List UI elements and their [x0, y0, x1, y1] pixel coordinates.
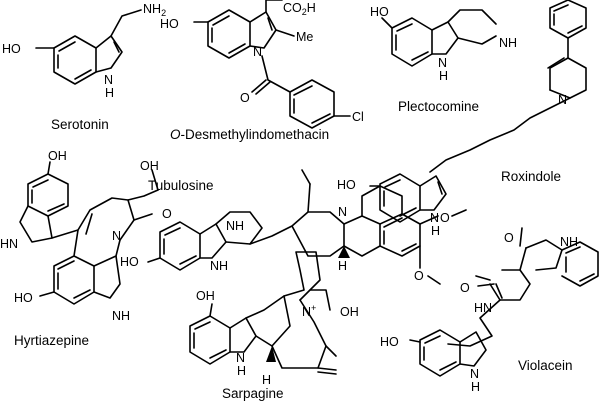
- hydroxyl-label: HO: [370, 5, 389, 19]
- hydroxyl-label: HO: [14, 291, 33, 305]
- indole-n-label: N: [438, 56, 447, 70]
- azepine-n-label: N: [112, 229, 121, 243]
- indole-n-label: N: [470, 367, 479, 381]
- hydroxyl-label: HO: [2, 42, 21, 56]
- methoxy-o-label: O: [440, 211, 450, 225]
- indole-hn-label: HN: [0, 237, 18, 251]
- roxindole-name: Roxindole: [501, 169, 561, 184]
- indole-nh-label: N: [104, 73, 113, 87]
- carboxyl-oh-label: OH: [140, 159, 159, 173]
- indole-h-label: H: [439, 69, 448, 83]
- amine-label: NH2: [143, 2, 166, 18]
- sarpagine-name: Sarpagine: [222, 386, 284, 401]
- violacein-name: Violacein: [518, 358, 573, 373]
- desmethylindomethacin-name: O-Desmethylindomethacin: [170, 127, 329, 142]
- indole-n-label: N: [236, 351, 245, 365]
- methoxy-o-label-2: O: [414, 269, 424, 283]
- hydroxyl-label: HO: [160, 17, 179, 31]
- hydroxyl-label: HO: [380, 335, 399, 349]
- hydroxyl-label: OH: [48, 149, 67, 163]
- indole-h-label: H: [431, 224, 440, 238]
- carbonyl-o-label: O: [162, 207, 172, 221]
- quaternary-n-label: N+: [302, 303, 316, 319]
- hydroxyl-label-2: OH: [340, 305, 359, 319]
- serotonin-name: Serotonin: [51, 117, 109, 132]
- piperidine-nh-label: NH: [226, 219, 244, 233]
- name-rest: -Desmethylindomethacin: [181, 127, 330, 142]
- indole-n-label: N: [253, 45, 262, 59]
- desmethylindomethacin-structure: HO CO2H Me N O Cl O-Desmethylindomethaci…: [160, 0, 364, 142]
- ring-h-label: H: [338, 259, 347, 273]
- sarpagine-structure: OH N H H N+ OH Sarpagine: [189, 251, 359, 401]
- hydroxyl-label: HO: [120, 255, 139, 269]
- name-prefix: O: [170, 127, 181, 142]
- hydroxyl-label: OH: [196, 289, 215, 303]
- ring-h-label: H: [262, 373, 271, 387]
- amine-nh-label: NH: [499, 36, 517, 50]
- serotonin-structure: HO NH2 N H Serotonin: [2, 2, 166, 132]
- chloro-label: Cl: [352, 110, 364, 124]
- hyrtiazepine-structure: OH HN N O OH HO NH Hyrtiazepine: [0, 149, 172, 348]
- plectocomine-structure: HO NH N H Plectocomine: [370, 5, 517, 114]
- quinolizidine-n-label: N: [338, 205, 347, 219]
- carboxylic-acid-label: CO2H: [283, 1, 316, 17]
- pyrrolone-o-label: O: [460, 281, 470, 295]
- indole-h-label: H: [471, 380, 480, 394]
- oxindole-o-label: O: [504, 231, 514, 245]
- hyrtiazepine-name: Hyrtiazepine: [14, 333, 89, 348]
- indole-h-label: H: [105, 86, 114, 100]
- carbonyl-o-label: O: [240, 91, 250, 105]
- plectocomine-name: Plectocomine: [398, 99, 479, 114]
- hydroxyl-label: HO: [337, 178, 356, 192]
- tubulosine-structure: HO NH NH N H O O Tubulosine: [120, 169, 467, 285]
- pyrrolone-hn-label: HN: [474, 301, 492, 315]
- indole-h-label: H: [237, 364, 246, 378]
- oxindole-nh-label: NH: [560, 235, 578, 249]
- indole-nh-label: NH: [210, 259, 228, 273]
- violacein-structure: O NH O HN HO N H Violacein: [380, 227, 599, 394]
- methyl-label: Me: [296, 30, 313, 44]
- indole-nh-label: NH: [112, 309, 130, 323]
- roxindole-structure: N HO N H Roxindole: [337, 0, 587, 238]
- piperidine-n-label: N: [558, 93, 567, 107]
- tubulosine-name: Tubulosine: [148, 178, 214, 193]
